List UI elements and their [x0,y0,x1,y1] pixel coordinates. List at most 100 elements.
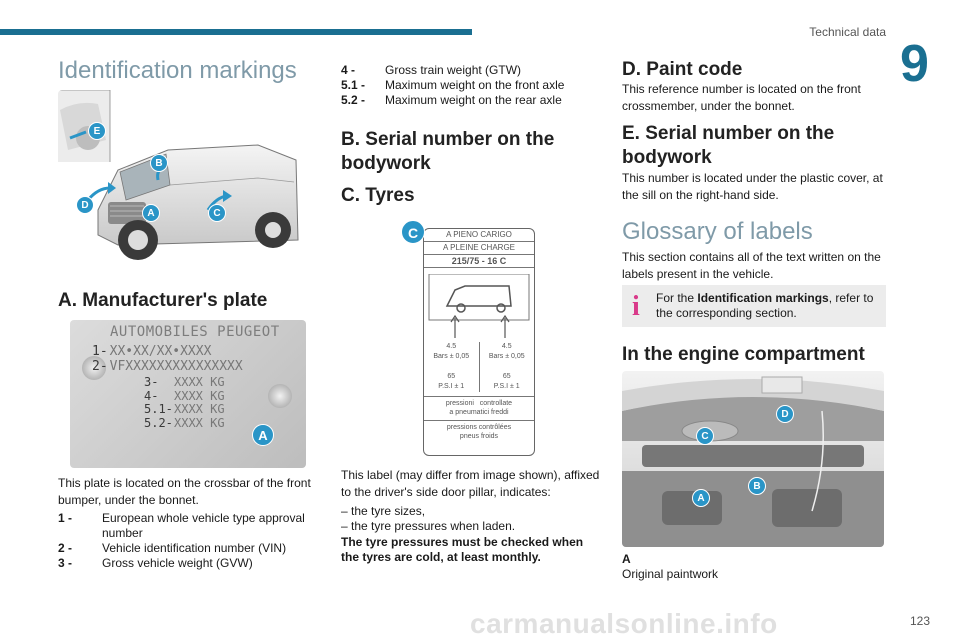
marker-d: D [76,196,94,214]
tyre-label-items: – the tyre sizes, – the tyre pressures w… [341,504,603,534]
plate-val-51: XXXX KG [174,402,225,416]
caption-key: A [622,552,631,566]
plate-key-1: 1- [92,344,108,359]
list-item: 4 - Gross train weight (GTW) [341,63,603,78]
engine-marker-b: B [748,477,766,495]
list-key: 4 - [341,63,356,77]
plate-fields-list-1: 1 - European whole vehicle type approval … [58,511,320,571]
marker-b: B [150,154,168,172]
section-name: Technical data [809,25,886,39]
info-bold: Identification markings [697,291,829,305]
header-accent-bar [0,29,472,35]
plate-key-52: 5.2- [144,415,173,430]
fr-line1: pressions contrôlées [446,424,512,431]
caption-value: Original paintwork [622,567,719,581]
list-key: 5.1 - [341,78,366,92]
serial-heading-b: B. Serial number on the bodywork [341,129,555,174]
tyre-label-marker-c: C [401,220,425,244]
engine-drawing [622,376,884,547]
tyre-label-description: This label (may differ from image shown)… [341,468,600,499]
label-line1: A PIENO CARIGO [424,229,534,242]
list-value: Gross vehicle weight (GVW) [102,556,253,570]
plate-key-51: 5.1- [144,402,173,416]
info-icon: i [632,291,640,322]
van-illustration: E B D A C [58,90,300,270]
list-value: Gross train weight (GTW) [385,63,522,77]
it-right: controllate [479,400,513,407]
list-key: 5.2 - [341,93,366,107]
engine-marker-a: A [692,489,710,507]
van-silhouette-icon [428,274,530,338]
list-item: 5.2 - Maximum weight on the rear axle [341,93,603,108]
plate-val-3: XXXX KG [174,375,225,389]
chapter-number: 9 [900,35,929,93]
rear-psi: 65 [502,373,511,380]
page-title: Identification markings [58,57,297,84]
label-italian: pressioni controllate a pneumatici fredd… [424,396,534,417]
list-item: 5.1 - Maximum weight on the front axle [341,78,603,93]
rear-pressure: 4.5 [501,343,512,350]
van-drawing [58,90,299,260]
tyres-heading: C. Tyres [341,185,415,206]
label-tyre-size: 215/75 - 16 C [424,255,534,268]
plate-marker-a: A [252,424,274,446]
marker-c: C [208,204,226,222]
info-text: For the Identification markings, refer t… [656,291,880,321]
list-item: – the tyre pressures when laden. [341,519,516,533]
rear-pressure-unit: Bars ± 0,05 [488,353,525,360]
plate-fields-list-2: 4 - Gross train weight (GTW) 5.1 - Maximum… [341,63,603,108]
front-psi-unit: P.S.I ± 1 [438,383,465,390]
watermark: carmanualsonline.info [470,608,778,639]
list-key: 1 - [58,511,73,525]
plate-brand: AUTOMOBILES PEUGEOT [110,324,280,340]
list-item: 3 - Gross vehicle weight (GVW) [58,556,320,571]
plate-val-1: XX•XX/XX•XXXX [109,344,212,359]
list-value: Maximum weight on the rear axle [385,93,562,107]
marker-e: E [88,122,106,140]
rear-psi-unit: P.S.I ± 1 [493,383,520,390]
it-left: pressioni [445,400,474,407]
serial-description: This number is located under the plastic… [622,171,883,202]
info-note: i For the Identification markings, refer… [622,285,886,327]
list-key: 2 - [58,541,73,555]
plate-key-4: 4- [144,388,159,403]
label-french: pressions contrôlées pneus froids [424,420,534,441]
plate-rivet-left [82,356,106,380]
engine-compartment-heading: In the engine compartment [622,344,865,365]
engine-compartment-illustration: D C A B [622,371,884,547]
list-value: Maximum weight on the front axle [385,78,565,92]
fr-line2: pneus froids [459,433,499,440]
paint-code-heading: D. Paint code [622,59,743,80]
list-value: Vehicle identification number (VIN) [102,541,287,555]
page-number: 123 [909,614,930,628]
manufacturer-plate: AUTOMOBILES PEUGEOT 1-XX•XX/XX•XXXX 2-VF… [70,320,306,468]
list-value: European whole vehicle type approval num… [102,511,305,540]
paint-code-description: This reference number is located on the … [622,82,861,113]
front-pressure: 4.5 [446,343,457,350]
list-item: 2 - Vehicle identification number (VIN) [58,541,320,556]
plate-key-3: 3- [144,375,159,389]
info-suffix: , refer to the corresponding section. [656,291,874,320]
plate-weights: 3-XXXX KG 4-XXXX KG 5.1-XXXX KG 5.2-XXXX… [144,375,225,430]
glossary-heading: Glossary of labels [622,218,813,245]
plate-val-52: XXXX KG [174,415,225,430]
tyre-pressure-label: A PIENO CARIGO A PLEINE CHARGE 215/75 - … [423,228,535,456]
plate-val-2: VFXXXXXXXXXXXXXXX [109,359,243,374]
serial-heading-e: E. Serial number on the bodywork [622,123,835,168]
info-prefix: For the [656,291,698,305]
list-key: 3 - [58,556,73,570]
glossary-description: This section contains all of the text wr… [622,250,881,281]
label-line2: A PLEINE CHARGE [424,242,534,255]
list-item: 1 - European whole vehicle type approval … [58,511,320,541]
engine-marker-d: D [776,405,794,423]
marker-a: A [142,204,160,222]
engine-marker-c: C [696,427,714,445]
tyre-warning: The tyre pressures must be checked when … [341,535,584,564]
manufacturer-heading: A. Manufacturer's plate [58,290,268,311]
front-psi: 65 [447,373,456,380]
list-item: – the tyre sizes, [341,504,426,518]
plate-description: This plate is located on the crossbar of… [58,476,311,507]
it-line2: a pneumatici freddi [449,409,509,416]
front-pressure-unit: Bars ± 0,05 [433,353,470,360]
plate-rivet-right [268,384,292,408]
